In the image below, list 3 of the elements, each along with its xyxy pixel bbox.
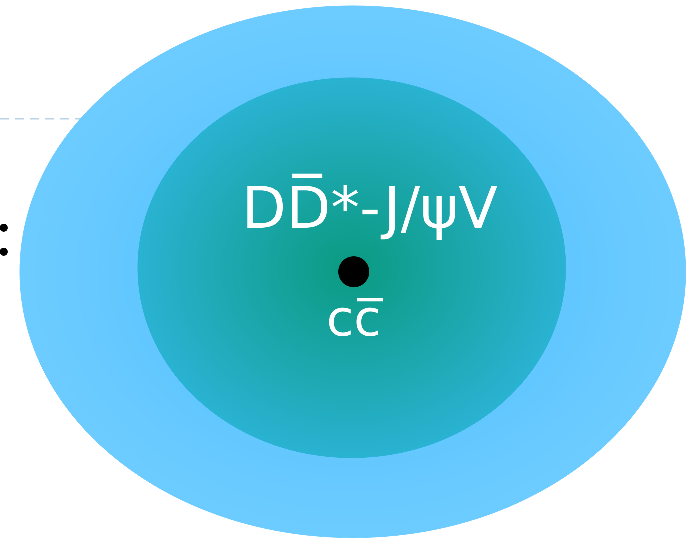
dot (338, 256, 370, 288)
dot-label: cc̅ (329, 298, 384, 337)
ellipse-region (20, 6, 686, 538)
